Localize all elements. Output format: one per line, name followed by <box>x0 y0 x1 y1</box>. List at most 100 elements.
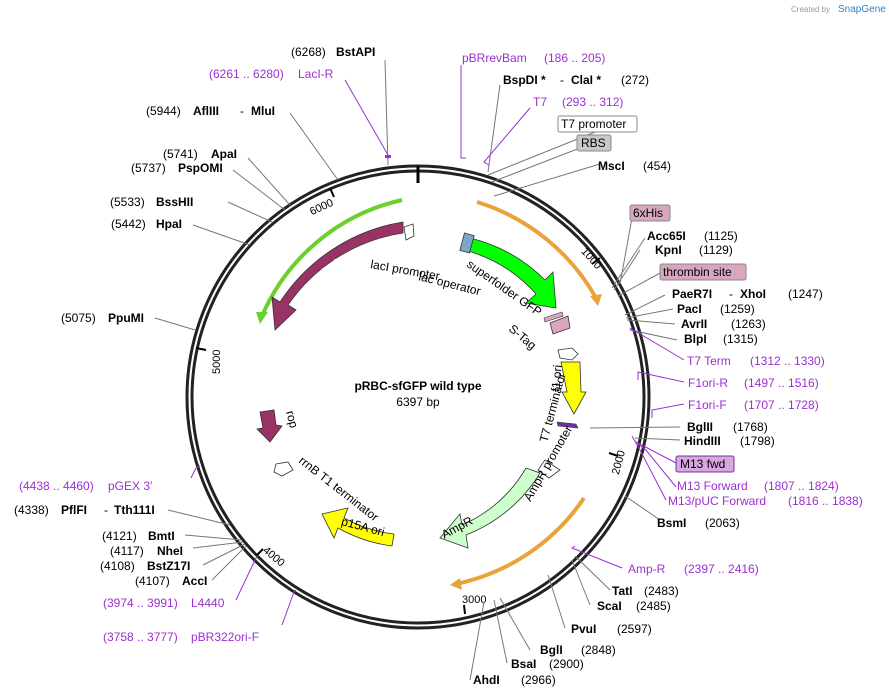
tick-label-6000: 6000 <box>308 197 335 218</box>
enzyme-name-afliii: AflIII <box>193 104 219 118</box>
enzyme-pos-apai: (5741) <box>163 147 198 161</box>
enzyme-name-pvui: PvuI <box>571 622 596 636</box>
enzyme-name-tth111i: Tth111I <box>114 503 155 517</box>
primer-range-t7: (293 .. 312) <box>562 95 623 109</box>
thrombin-site-box <box>659 263 747 281</box>
orf-laci-track <box>260 198 403 317</box>
enzyme-name-bsai: BsaI <box>511 657 536 671</box>
6xhis-box <box>629 204 671 222</box>
primer-range-pbrrevbam: (186 .. 205) <box>544 51 605 65</box>
enzyme-name-bstz17i: BstZ17I <box>147 559 190 573</box>
enzyme-sep-bspdi: - <box>560 73 564 87</box>
rrnb-t1-terminator-feature <box>273 461 294 477</box>
ampr-feature <box>439 467 541 549</box>
enzyme-name-pflfi: PflFI <box>61 503 87 517</box>
tick-label-5000: 5000 <box>211 350 223 374</box>
enzyme-name-mlui: MluI <box>251 104 275 118</box>
enzyme-pos-kpni: (1129) <box>699 243 733 257</box>
enzyme-pos-afliii: (5944) <box>146 104 181 118</box>
boxed-labels: T7 promoter RBS 6xHis thrombin site M13 … <box>557 115 747 473</box>
orf-ampr-track <box>455 496 586 586</box>
primer-name-pbr322ori-f: pBR322ori-F <box>191 630 259 644</box>
enzyme-name-tati: TatI <box>612 584 632 598</box>
enzyme-name-paci: PacI <box>677 302 702 316</box>
enzyme-pos-bsmi: (2063) <box>705 516 740 530</box>
enzyme-name-xhoi: XhoI <box>740 287 766 301</box>
enzyme-leaders <box>154 59 681 681</box>
enzyme-pos-clai: (272) <box>621 73 649 87</box>
enzyme-pos-bstapi: (6268) <box>291 45 326 59</box>
enzyme-name-bspdi: BspDI * <box>503 73 546 87</box>
primer-name-f1ori-r: F1ori-R <box>688 376 728 390</box>
f1ori-label: f1 ori <box>548 364 564 392</box>
enzyme-pos-scai: (2485) <box>636 599 671 613</box>
tick-label-1000: 1000 <box>578 246 603 272</box>
enzyme-pos-bsshii: (5533) <box>110 195 145 209</box>
stag-label: S-Tag <box>506 322 539 353</box>
m13-fwd-text: M13 fwd <box>680 457 725 471</box>
primer-name-t7: T7 <box>533 95 547 109</box>
enzyme-pos-hpai: (5442) <box>111 217 146 231</box>
enzyme-sep-paer7i: - <box>729 287 733 301</box>
enzyme-sep-afliii: - <box>240 104 244 118</box>
enzyme-name-blpi: BlpI <box>684 332 707 346</box>
6xhis-text: 6xHis <box>633 206 663 220</box>
plasmid-size: 6397 bp <box>396 395 440 409</box>
primer-name-t7-term: T7 Term <box>687 354 731 368</box>
primer-range-pbr322ori-f: (3758 .. 3777) <box>103 630 178 644</box>
primer-name-pbrrevbam: pBRrevBam <box>462 51 527 65</box>
watermark-text: Created by <box>791 5 830 14</box>
primer-range-f1ori-r: (1497 .. 1516) <box>744 376 819 390</box>
enzyme-pos-pspomi: (5737) <box>131 161 166 175</box>
rbs-text: RBS <box>581 136 606 150</box>
enzyme-name-msci: MscI <box>598 159 625 173</box>
primer-range-pgex3: (4438 .. 4460) <box>19 479 94 493</box>
orf-laci-arrowhead <box>256 312 268 324</box>
rbs-box <box>576 134 612 152</box>
t7-terminator-feature <box>556 421 579 429</box>
rop-label: rop <box>283 409 301 430</box>
enzyme-pos-nhei: (4117) <box>110 544 144 558</box>
enzyme-pos-paci: (1259) <box>720 302 755 316</box>
enzyme-pos-blpi: (1315) <box>723 332 758 346</box>
enzyme-pos-bmti: (4121) <box>102 529 137 543</box>
enzyme-pos-xhoi: (1247) <box>788 287 823 301</box>
enzyme-name-avrii: AvrII <box>681 317 707 331</box>
enzyme-name-ppumi: PpuMI <box>108 311 144 325</box>
thrombin-site-text: thrombin site <box>663 265 732 279</box>
enzyme-name-nhei: NheI <box>157 544 183 558</box>
enzyme-pos-bglii: (1768) <box>733 420 768 434</box>
his-tag-feature <box>543 311 564 323</box>
enzyme-name-clai: ClaI * <box>571 73 601 87</box>
enzyme-sep-pflfi: - <box>104 503 108 517</box>
enzyme-pos-tati: (2483) <box>644 584 679 598</box>
ampr-promoter-feature <box>537 459 561 479</box>
rbs-feature-block <box>459 232 475 254</box>
enzyme-pos-ppumi: (5075) <box>61 311 96 325</box>
enzyme-pos-bgli: (2848) <box>581 643 616 657</box>
enzyme-labels: (6268) BstAPI (5944) AflIII - MluI (5741… <box>14 45 823 687</box>
enzyme-pos-pflfi: (4338) <box>14 503 49 517</box>
enzyme-name-hindiii: HindIII <box>684 434 721 448</box>
enzyme-name-pspomi: PspOMI <box>178 161 223 175</box>
t7-promoter-text: T7 promoter <box>561 117 626 131</box>
primer-labels: (6261 .. 6280) LacI-R pBRrevBam (186 .. … <box>19 51 863 644</box>
enzyme-name-kpni: KpnI <box>655 243 682 257</box>
primer-name-pgex3: pGEX 3' <box>108 479 152 493</box>
rop-feature <box>256 409 283 443</box>
enzyme-name-bglii: BglII <box>687 420 713 434</box>
primer-range-amp-r: (2397 .. 2416) <box>684 562 759 576</box>
enzyme-pos-avrii: (1263) <box>731 317 766 331</box>
t7-promoter-box <box>557 115 638 133</box>
enzyme-name-bgli: BglI <box>540 643 563 657</box>
orf-ampr-arrowhead <box>450 578 462 590</box>
t7-term-marker <box>557 347 579 361</box>
enzyme-pos-acci: (4107) <box>135 574 170 588</box>
primer-range-l4440: (3974 .. 3991) <box>103 596 178 610</box>
enzyme-pos-bstz17i: (4108) <box>100 559 135 573</box>
laci-promoter-feature <box>403 223 415 241</box>
enzyme-name-bstapi: BstAPI <box>336 45 375 59</box>
tick-marks <box>195 187 619 615</box>
enzyme-name-bmti: BmtI <box>148 529 175 543</box>
